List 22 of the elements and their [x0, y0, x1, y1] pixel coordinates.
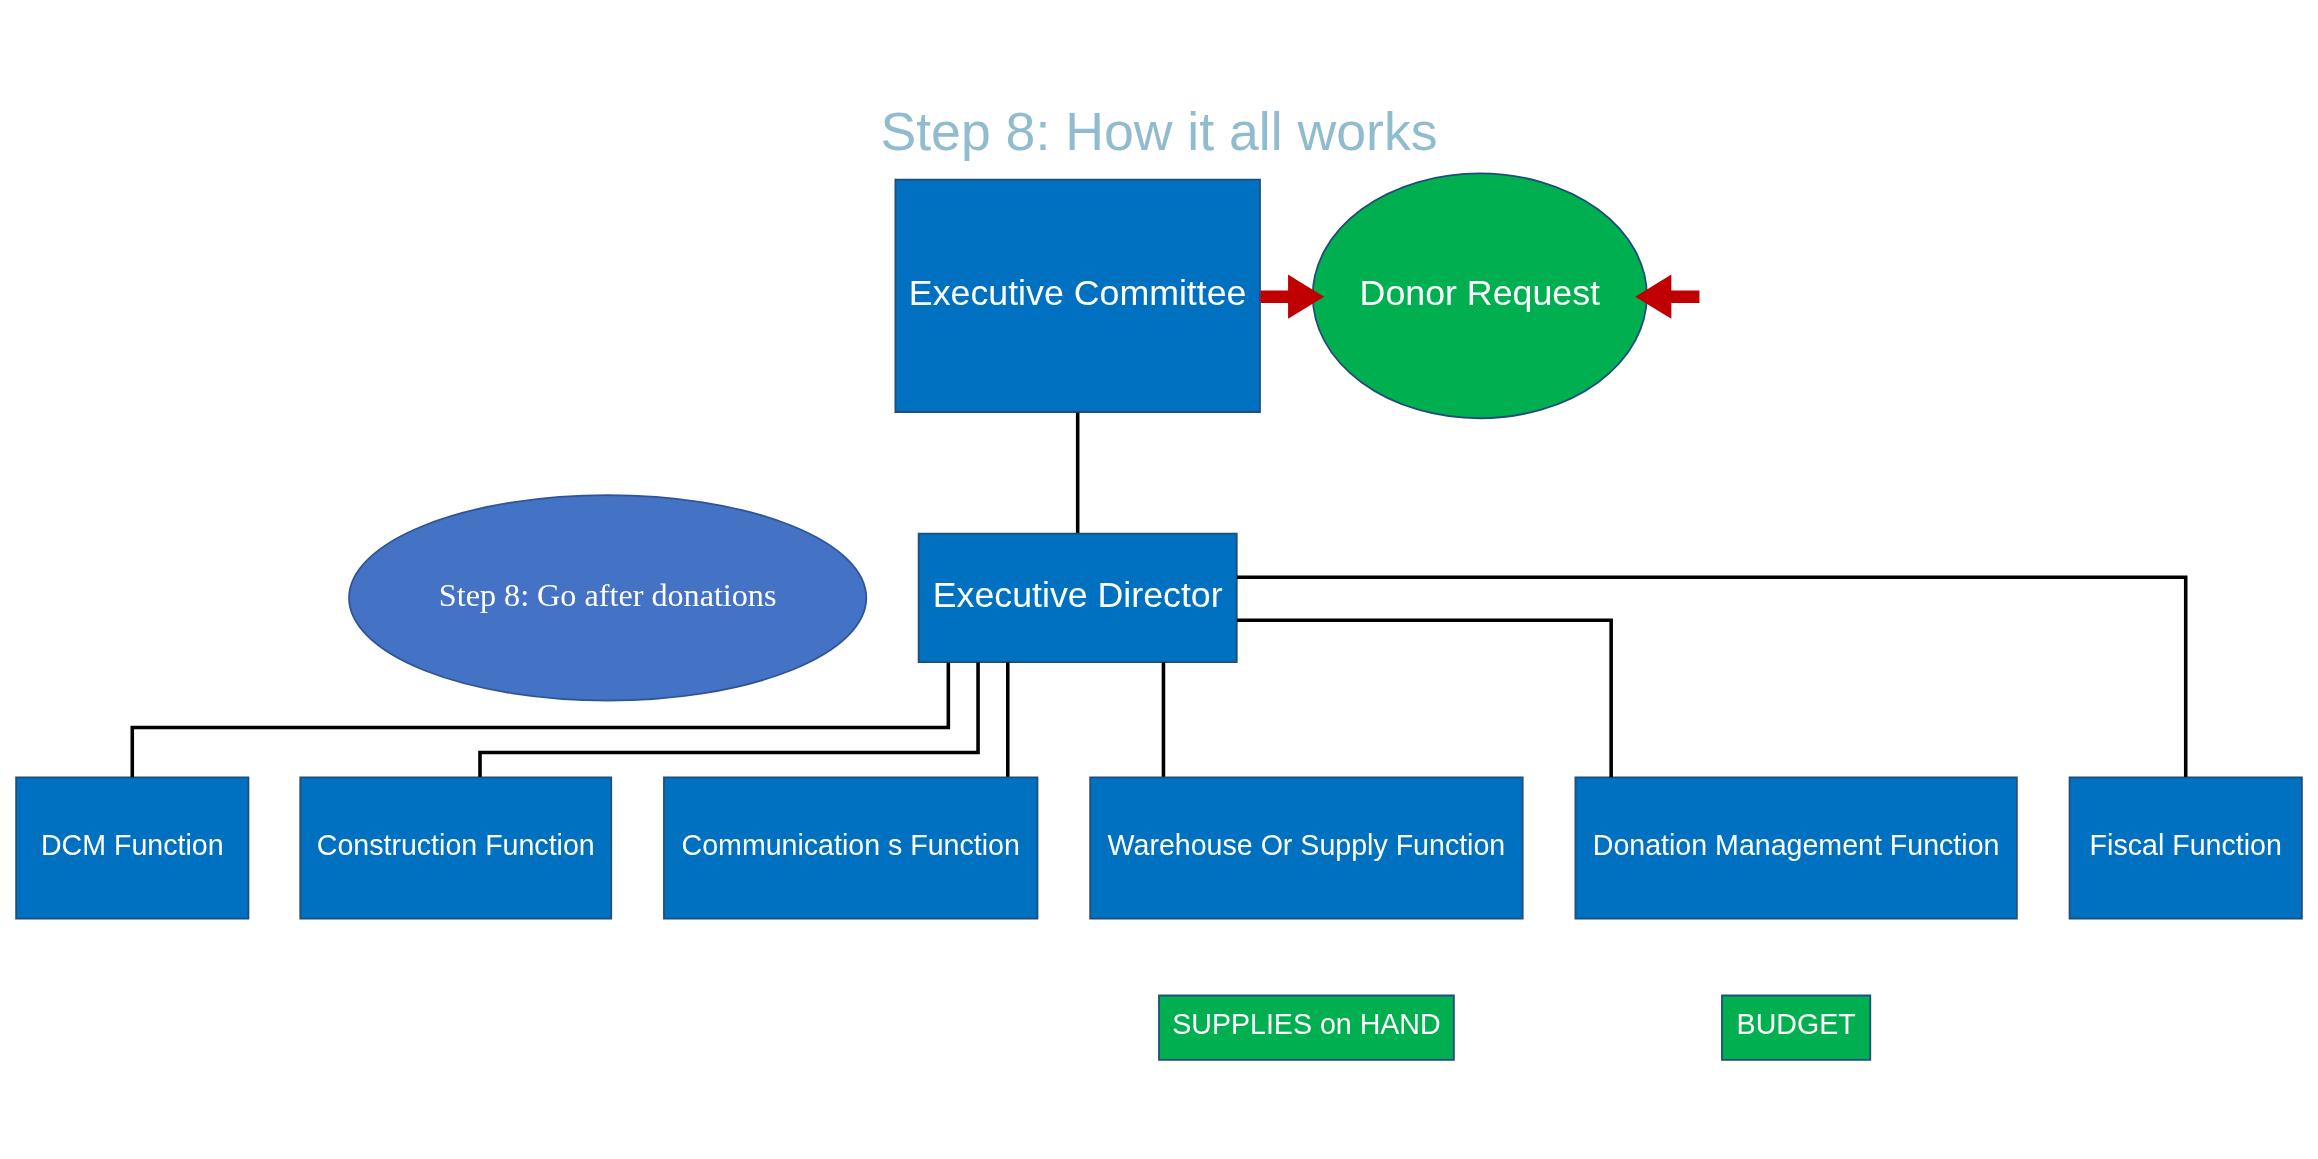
connector: [1237, 575, 2188, 777]
node-box: Donation Management Function: [1574, 776, 2018, 920]
arrow: [1260, 274, 1325, 319]
node-box: SUPPLIES on HAND: [1158, 994, 1455, 1061]
node-box: Executive Committee: [894, 178, 1261, 413]
connector: [1237, 617, 1613, 777]
node-box: Construction Function: [299, 776, 613, 920]
node-box: Warehouse Or Supply Function: [1089, 776, 1524, 920]
diagram-title: Step 8: How it all works: [880, 100, 1438, 161]
node-box: DCM Function: [15, 776, 250, 920]
arrow: [1635, 274, 1700, 319]
node-box: Communication s Function: [663, 776, 1039, 920]
node-ellipse: Donor Request: [1311, 172, 1648, 419]
node-box: Executive Director: [917, 532, 1238, 663]
connector: [130, 662, 951, 777]
node-box: BUDGET: [1721, 994, 1872, 1061]
connector: [478, 662, 980, 777]
connector: [1006, 661, 1010, 777]
connector: [1075, 412, 1080, 533]
node-box: Fiscal Function: [2068, 776, 2303, 920]
node-ellipse: Step 8: Go after donations: [348, 493, 868, 702]
connector: [1161, 661, 1166, 777]
